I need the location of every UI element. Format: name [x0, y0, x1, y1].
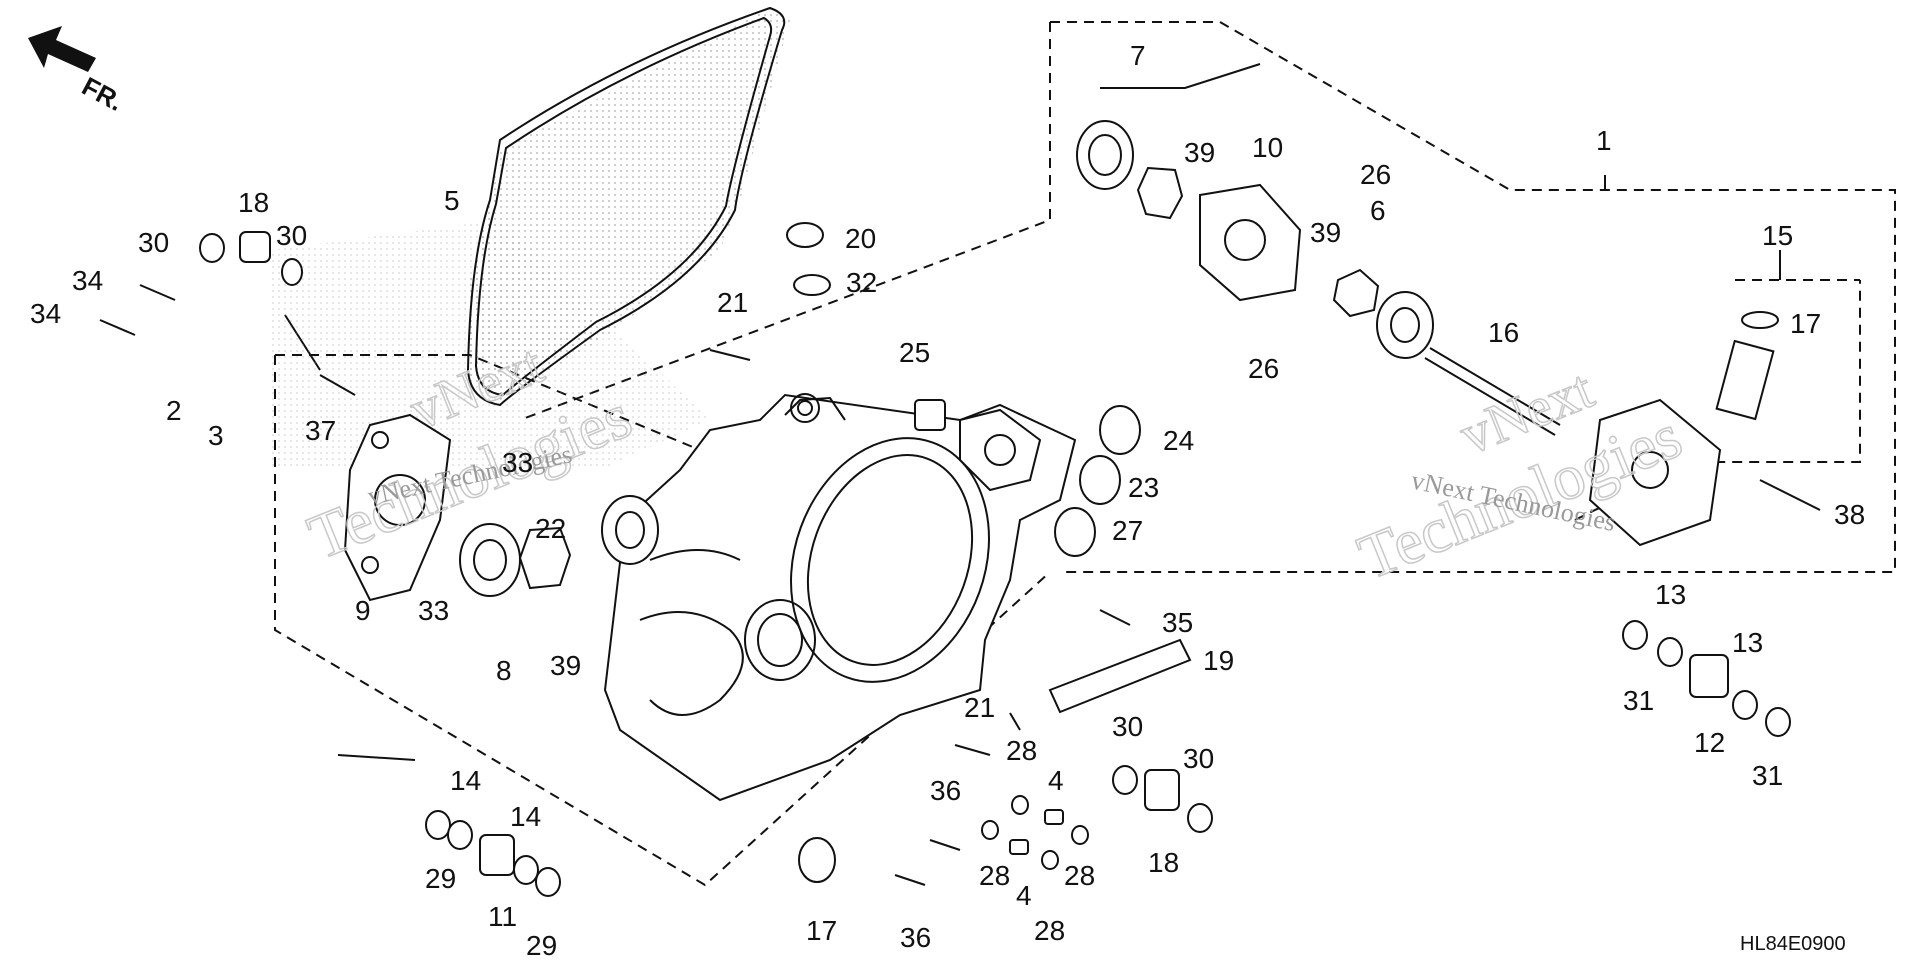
- pump-rotor-set-7: [1076, 120, 1184, 220]
- callout: 13: [1732, 627, 1763, 658]
- callout: 17: [806, 915, 837, 946]
- callout: 17: [1790, 308, 1821, 339]
- callout: 10: [1252, 132, 1283, 163]
- callout: 33: [418, 595, 449, 626]
- callout: 22: [535, 513, 566, 544]
- callout: 14: [450, 765, 481, 796]
- callout: 27: [1112, 515, 1143, 546]
- callout: 15: [1762, 220, 1793, 251]
- callout: 5: [444, 185, 460, 216]
- small-parts: [199, 222, 1791, 897]
- callout: 9: [355, 595, 371, 626]
- pump-body-10: [1199, 183, 1302, 302]
- callout: 6: [1370, 195, 1386, 226]
- callout: 39: [550, 650, 581, 681]
- callout: 18: [1148, 847, 1179, 878]
- callout: 39: [1184, 137, 1215, 168]
- callout: 21: [717, 287, 748, 318]
- callout: 28: [1006, 735, 1037, 766]
- callout: 33: [502, 447, 533, 478]
- callout: 36: [900, 922, 931, 953]
- callout: 37: [305, 415, 336, 446]
- callout: 32: [846, 267, 877, 298]
- callout: 36: [930, 775, 961, 806]
- front-arrow-icon: [28, 26, 96, 72]
- pump-body-15: [1588, 311, 1779, 547]
- callout: 30: [276, 220, 307, 251]
- callout: 21: [964, 692, 995, 723]
- callout: 39: [1310, 217, 1341, 248]
- callout: 24: [1163, 425, 1194, 456]
- callout: 30: [138, 227, 169, 258]
- cover-gasket: [270, 6, 790, 470]
- callout: 23: [1128, 472, 1159, 503]
- callout: 18: [238, 187, 269, 218]
- pump-rotor-set-6: [1332, 268, 1434, 359]
- callout: 31: [1752, 760, 1783, 791]
- callout: 20: [845, 223, 876, 254]
- bearing-22: [601, 495, 659, 565]
- callout: 38: [1834, 499, 1865, 530]
- pump-body-left: [343, 413, 452, 602]
- callout: 25: [899, 337, 930, 368]
- callout: 12: [1694, 727, 1725, 758]
- callout: 34: [72, 265, 103, 296]
- callout: 28: [1064, 860, 1095, 891]
- callout: 13: [1655, 579, 1686, 610]
- diagram-code: HL84E0900: [1740, 933, 1846, 955]
- pump-shaft-16: [1424, 347, 1561, 436]
- callouts: 1 2 3 4 4 5 6 7 8 9 10 11 12 13 13 14 14…: [30, 40, 1865, 960]
- callout: 16: [1488, 317, 1519, 348]
- callout: 31: [1623, 685, 1654, 716]
- callout: 29: [526, 930, 557, 960]
- callout: 26: [1248, 353, 1279, 384]
- crankcase-cover: [603, 393, 1077, 802]
- callout: 7: [1130, 40, 1146, 71]
- callout: 30: [1183, 743, 1214, 774]
- callout: 11: [488, 901, 517, 932]
- callout: 4: [1016, 880, 1032, 911]
- callout: 28: [1034, 915, 1065, 946]
- callout: 29: [425, 863, 456, 894]
- callout: 3: [208, 420, 224, 451]
- callout: 35: [1162, 607, 1193, 638]
- callout: 1: [1596, 125, 1612, 156]
- callout: 8: [496, 655, 512, 686]
- callout: 30: [1112, 711, 1143, 742]
- bolts: [99, 284, 1821, 886]
- callout: 28: [979, 860, 1010, 891]
- callout: 14: [510, 801, 541, 832]
- oil-pump-assembly-boundary: [1050, 21, 1896, 573]
- callout: 19: [1203, 645, 1234, 676]
- front-label: FR.: [77, 71, 128, 117]
- callout: 2: [166, 395, 182, 426]
- callout: 26: [1360, 159, 1391, 190]
- callout: 4: [1048, 765, 1064, 796]
- callout: 34: [30, 298, 61, 329]
- pump-rotor-set-8: [459, 523, 572, 597]
